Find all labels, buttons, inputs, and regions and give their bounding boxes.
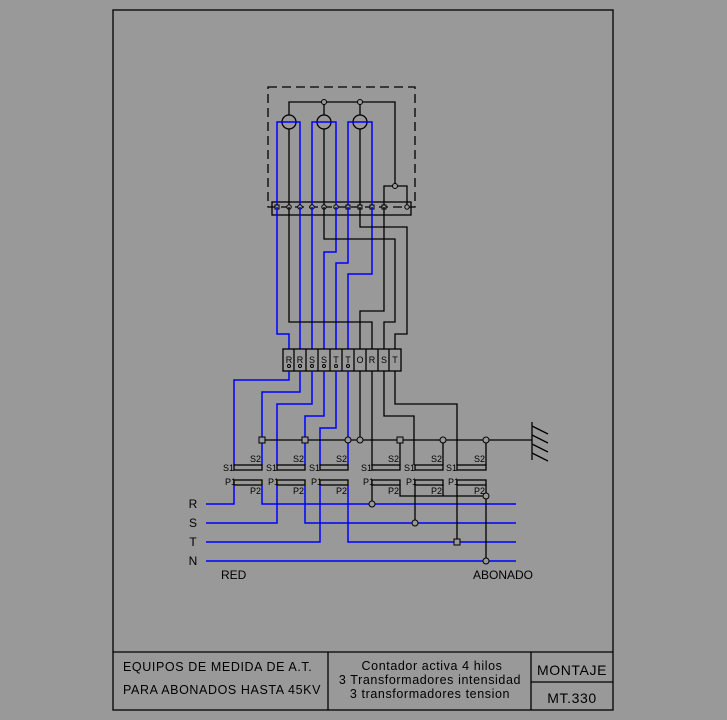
secondary-winding xyxy=(319,464,349,471)
junction-node xyxy=(357,99,363,105)
junction-node xyxy=(411,519,419,527)
meter-terminal-strip xyxy=(271,201,412,216)
meter-enclosure xyxy=(267,86,416,216)
s1-label: S1 xyxy=(266,463,277,473)
description-line-1: Contador activa 4 hilos xyxy=(362,659,503,673)
interconnection-wiring xyxy=(276,207,408,349)
drawing-code: MT.330 xyxy=(547,690,597,706)
secondary-wiring xyxy=(233,371,549,465)
title-block: EQUIPOS DE MEDIDA DE A.T. PARA ABONADOS … xyxy=(113,651,613,710)
s2-label: S2 xyxy=(293,454,304,464)
phase-label-r: R xyxy=(189,497,198,511)
terminal-label: R xyxy=(369,355,376,365)
phase-label-s: S xyxy=(189,516,197,530)
s2-label: S2 xyxy=(388,454,399,464)
primary-winding xyxy=(319,479,349,486)
terminal-screw-icon xyxy=(322,364,326,368)
secondary-winding xyxy=(276,464,306,471)
p1-label: P1 xyxy=(363,477,374,487)
phase-label-n: N xyxy=(189,554,198,568)
s1-label: S1 xyxy=(404,463,415,473)
p2-label: P2 xyxy=(336,486,347,496)
network-lines: R S T N RED ABONADO xyxy=(189,485,533,582)
terminal-label: S xyxy=(309,355,315,365)
title-line-2: PARA ABONADOS HASTA 45KV xyxy=(123,683,321,697)
junction-node xyxy=(453,538,461,546)
s2-label: S2 xyxy=(474,454,485,464)
terminal-label: T xyxy=(392,355,398,365)
junction-node xyxy=(344,436,352,444)
terminal-label: T xyxy=(345,355,351,365)
junction-node xyxy=(482,436,490,444)
primary-winding xyxy=(414,479,444,486)
phase-label-t: T xyxy=(189,535,197,549)
junction-node xyxy=(368,500,376,508)
junction-node xyxy=(439,436,447,444)
primary-winding xyxy=(233,479,263,486)
p1-label: P1 xyxy=(225,477,236,487)
terminal-label: S xyxy=(321,355,327,365)
title-line-1: EQUIPOS DE MEDIDA DE A.T. xyxy=(123,660,312,674)
description-line-3: 3 transformadores tension xyxy=(350,687,510,701)
junction-node xyxy=(396,436,404,444)
junction-node xyxy=(482,557,490,565)
terminal-label: O xyxy=(356,355,363,365)
p1-label: P1 xyxy=(311,477,322,487)
junction-node xyxy=(482,492,490,500)
primary-winding xyxy=(371,479,401,486)
terminal-screw-icon xyxy=(298,364,302,368)
p2-label: P2 xyxy=(431,486,442,496)
terminal-label: S xyxy=(381,355,387,365)
junction-node xyxy=(258,436,266,444)
terminal-label: R xyxy=(286,355,293,365)
terminal-label: R xyxy=(297,355,304,365)
primary-winding xyxy=(276,479,306,486)
junction-nodes xyxy=(258,436,490,565)
p2-label: P2 xyxy=(293,486,304,496)
primary-winding xyxy=(456,479,487,486)
s2-label: S2 xyxy=(431,454,442,464)
secondary-winding xyxy=(414,464,444,471)
drawing-frame xyxy=(112,9,614,711)
terminal-screw-icon xyxy=(334,364,338,368)
category-label: MONTAJE xyxy=(537,662,607,678)
junction-node xyxy=(301,436,309,444)
terminal-label: T xyxy=(333,355,339,365)
p2-label: P2 xyxy=(250,486,261,496)
abonado-label: ABONADO xyxy=(473,568,533,582)
s1-label: S1 xyxy=(361,463,372,473)
junction-node xyxy=(321,99,327,105)
s1-label: S1 xyxy=(446,463,457,473)
p2-label: P2 xyxy=(474,486,485,496)
terminal-screw-icon xyxy=(287,364,291,368)
junction-node xyxy=(392,183,398,189)
terminal-screw-icon xyxy=(310,364,314,368)
p2-label: P2 xyxy=(388,486,399,496)
junction-node xyxy=(356,436,364,444)
description-line-2: 3 Transformadores intensidad xyxy=(339,673,521,687)
s2-label: S2 xyxy=(336,454,347,464)
s1-label: S1 xyxy=(309,463,320,473)
secondary-winding xyxy=(371,464,401,471)
ground-icon xyxy=(531,422,549,462)
red-label: RED xyxy=(221,568,247,582)
p1-label: P1 xyxy=(448,477,459,487)
s2-label: S2 xyxy=(250,454,261,464)
s1-label: S1 xyxy=(223,463,234,473)
p1-label: P1 xyxy=(406,477,417,487)
meter-terminal xyxy=(404,204,410,210)
secondary-winding xyxy=(233,464,263,471)
p1-label: P1 xyxy=(268,477,279,487)
terminal-screw-icon xyxy=(346,364,350,368)
secondary-winding xyxy=(456,464,487,471)
